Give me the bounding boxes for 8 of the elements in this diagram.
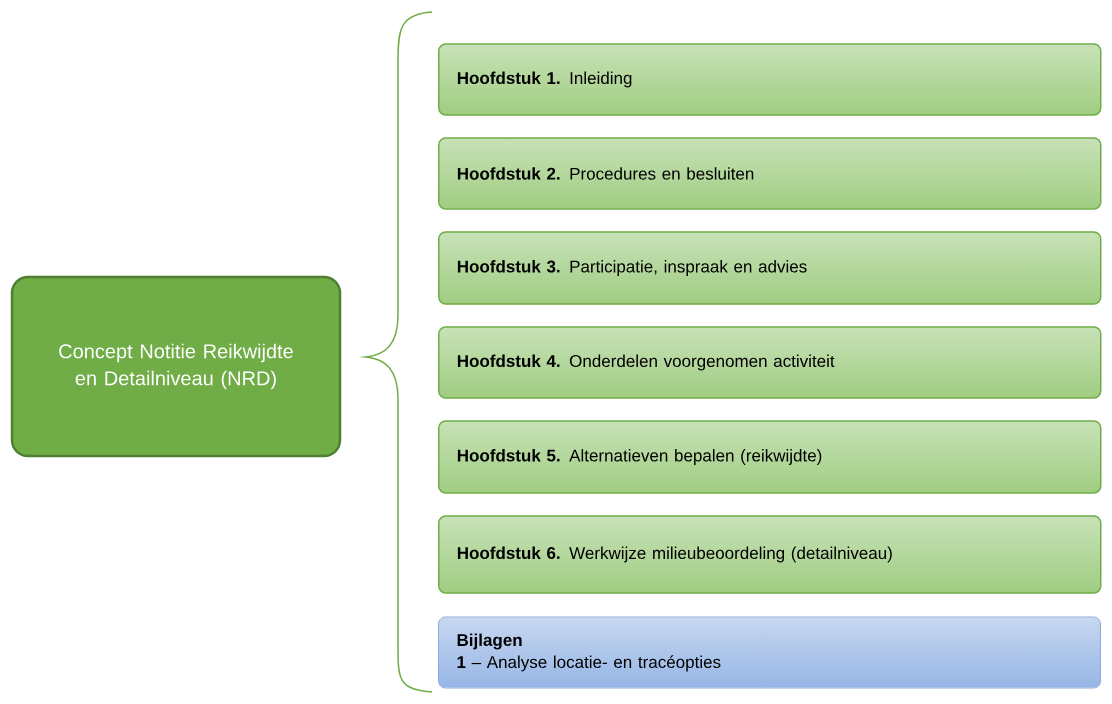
chapter-box: Hoofdstuk 6. Werkwijze milieubeoordeling (detailniveau) (438, 515, 1102, 594)
chapter-box: Hoofdstuk 5. Alternatieven bepalen (reikwijdte) (438, 420, 1102, 494)
chapter-box: Hoofdstuk 4. Onderdelen voorgenomen activiteit (438, 326, 1102, 399)
chapter-box: Hoofdstuk 3. Participatie, inspraak en advies (438, 231, 1102, 305)
appendix-box: Bijlagen 1 – Analyse locatie- en tracéopties (438, 616, 1101, 689)
chapter-box: Hoofdstuk 1. Inleiding (438, 43, 1102, 116)
chapter-box: Hoofdstuk 2. Procedures en besluiten (438, 137, 1102, 210)
main-box: Concept Notitie Reikwijdte en Detailniveau (NRD) (10, 275, 342, 458)
